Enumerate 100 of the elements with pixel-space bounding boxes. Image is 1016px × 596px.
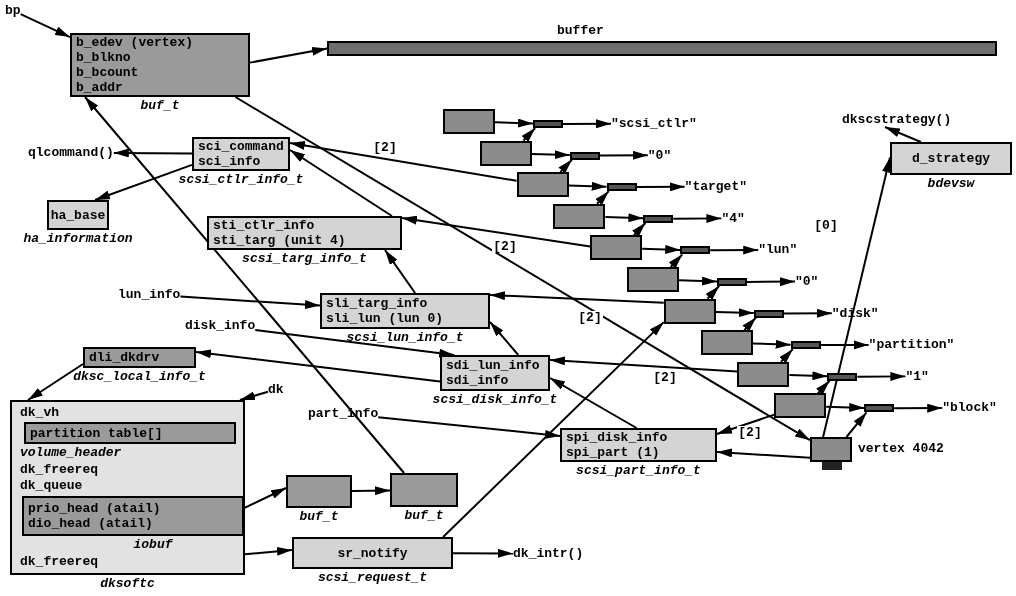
type-caption: buf_t — [140, 98, 180, 113]
vertex-box — [516, 172, 569, 198]
type-caption: volume_header — [20, 445, 122, 460]
arrow — [822, 156, 891, 438]
arrow — [635, 182, 686, 192]
arrow — [825, 402, 866, 412]
arrow — [249, 46, 328, 64]
struct-box — [560, 428, 717, 462]
arrow — [377, 416, 561, 439]
field-text: sli_targ_info — [326, 296, 429, 311]
struct-box — [10, 400, 245, 575]
vertex-box — [627, 267, 679, 292]
arrow — [816, 379, 831, 395]
edge-label: [2] — [652, 371, 678, 384]
arrow — [632, 221, 647, 237]
struct-box — [890, 142, 1012, 175]
arrow — [705, 285, 721, 301]
text-label: qlcommand() — [28, 145, 114, 160]
vertex-box — [774, 393, 827, 419]
text-label: bp — [5, 3, 21, 18]
type-caption: scsi_disk_info_t — [432, 392, 558, 407]
arrow — [558, 158, 573, 174]
arrow — [751, 339, 792, 349]
field-text: d_strategy — [912, 151, 990, 166]
field-text: ha_base — [50, 207, 106, 223]
arrow — [521, 127, 537, 143]
arrow — [716, 448, 811, 459]
struct-box — [320, 293, 490, 329]
arrow — [595, 190, 610, 206]
arrow — [84, 96, 406, 474]
field-text: sci_command — [198, 139, 284, 154]
field-text: dk_queue — [20, 478, 83, 493]
arrow — [845, 411, 868, 438]
arrow — [782, 308, 833, 318]
edge-label: [2] — [372, 141, 398, 154]
field-text: prio_head (atail) — [28, 501, 162, 516]
arrow — [819, 340, 870, 350]
vertex-box — [479, 140, 532, 166]
type-caption: scsi_ctlr_info_t — [178, 172, 304, 187]
arrow — [254, 328, 456, 358]
edge-box — [864, 404, 895, 413]
field-text: sci_info — [198, 154, 262, 169]
arrow — [716, 413, 776, 435]
edge-box — [533, 120, 563, 128]
edge-label: [2] — [737, 426, 763, 439]
type-caption: vertex 4042 — [858, 441, 944, 456]
arrow — [494, 118, 534, 128]
type-caption: buf_t — [299, 509, 339, 524]
arrow — [239, 390, 269, 401]
struct-box — [47, 200, 109, 230]
type-caption: iobuf — [133, 537, 173, 552]
type-caption: ha_information — [23, 231, 133, 246]
arrow — [884, 126, 922, 143]
arrow — [452, 548, 514, 558]
text-label: dk — [268, 382, 284, 397]
field-text: sdi_info — [446, 373, 510, 388]
field-text: dli_dkdrv — [89, 350, 161, 365]
edge-box — [717, 278, 747, 286]
edge-label: [2] — [492, 240, 518, 253]
field-text: sr_notify — [337, 545, 408, 561]
arrow — [351, 486, 391, 496]
vertex-box — [590, 235, 643, 261]
arrow — [893, 403, 944, 413]
text-label: "partition" — [868, 337, 955, 353]
field-text: b_edev (vertex) — [76, 35, 195, 50]
type-caption: bdevsw — [927, 176, 975, 191]
vertex-box — [700, 330, 753, 356]
edge-box — [643, 214, 674, 223]
field-text: partition table[] — [30, 425, 164, 441]
text-label: "0" — [795, 274, 819, 289]
arrow — [562, 119, 612, 129]
field-text: sti_ctlr_info — [213, 218, 316, 233]
arrow — [112, 148, 193, 158]
type-caption: scsi_targ_info_t — [242, 251, 367, 266]
arrow — [244, 546, 293, 556]
text-label: "scsi_ctlr" — [611, 116, 697, 131]
struct-box — [83, 347, 196, 368]
type-caption: scsi_request_t — [317, 570, 428, 585]
text-label: "lun" — [758, 242, 798, 258]
arrow — [19, 13, 71, 39]
type-caption: dksc_local_info_t — [73, 369, 206, 384]
text-label: lun_info — [118, 287, 181, 302]
vertex-box — [737, 361, 790, 387]
arrow — [289, 141, 518, 182]
arrow — [289, 149, 393, 217]
struct-box — [292, 537, 453, 569]
field-text: sti_targ (unit 4) — [213, 233, 347, 248]
text-label: "4" — [721, 210, 745, 226]
arrow — [714, 308, 755, 318]
text-label: "block" — [942, 400, 997, 416]
arrow — [442, 321, 665, 538]
vertex-box — [553, 203, 606, 229]
edge-box — [790, 341, 821, 350]
edge-box — [753, 309, 784, 318]
struct-box — [22, 496, 244, 536]
arrow — [567, 181, 608, 191]
arrow — [742, 316, 757, 332]
text-label: disk_info — [185, 318, 256, 333]
field-text: dio_head (atail) — [28, 516, 154, 531]
arrow — [234, 96, 811, 442]
